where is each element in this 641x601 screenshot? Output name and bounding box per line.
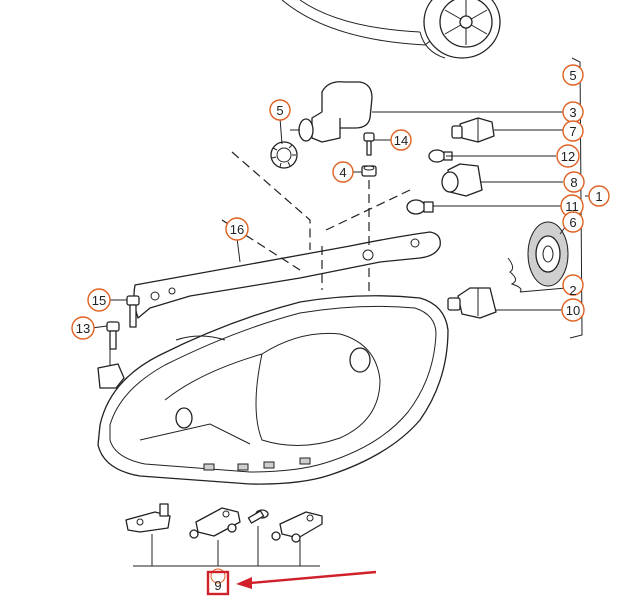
callout-5-top-right: 5 xyxy=(562,64,584,86)
bulb-seal-ring xyxy=(270,141,298,169)
callout-7: 7 xyxy=(562,120,584,142)
socket-10 xyxy=(447,287,497,319)
socket-7 xyxy=(451,117,495,143)
callout-1-label: 1 xyxy=(595,189,602,204)
callout-12-label: 12 xyxy=(561,149,575,164)
callout-9-highlight[interactable]: 9 xyxy=(206,568,230,596)
callout-13: 13 xyxy=(71,316,95,340)
leader-lines xyxy=(91,111,570,366)
highlight-arrow xyxy=(236,570,377,589)
callout-13-label: 13 xyxy=(76,321,90,336)
callout-11-label: 11 xyxy=(565,199,579,214)
callout-6-label: 6 xyxy=(569,215,576,230)
wheel xyxy=(423,0,501,59)
callout-16-label: 16 xyxy=(230,222,244,237)
dust-cap-6 xyxy=(527,221,569,287)
callout-6: 6 xyxy=(562,211,584,233)
callout-15-label: 15 xyxy=(92,293,106,308)
bracket-9a xyxy=(125,503,171,533)
callout-14: 14 xyxy=(390,129,412,151)
screw-9 xyxy=(247,509,269,524)
callout-16: 16 xyxy=(225,217,249,241)
screw-15 xyxy=(126,295,140,328)
headlight-housing xyxy=(97,295,449,485)
callout-15: 15 xyxy=(87,288,111,312)
callout-7-label: 7 xyxy=(569,124,576,139)
nut-4 xyxy=(361,165,377,177)
callout-14-label: 14 xyxy=(394,133,408,148)
callout-3-label: 3 xyxy=(569,105,576,120)
bracket-9c xyxy=(271,511,323,543)
socket-8 xyxy=(441,163,483,197)
callout-12: 12 xyxy=(556,144,580,168)
callout-10: 10 xyxy=(561,298,585,322)
highlight-box xyxy=(206,570,230,596)
callout-5-left-label: 5 xyxy=(276,103,283,118)
bulb-11 xyxy=(406,199,434,215)
callout-5-label: 5 xyxy=(569,68,576,83)
car-fragment xyxy=(281,0,501,59)
callout-4: 4 xyxy=(332,161,354,183)
callout-8-label: 8 xyxy=(570,175,577,190)
clip xyxy=(97,363,125,389)
bracket-9b xyxy=(189,507,241,539)
screw-13 xyxy=(106,321,120,350)
callout-8: 8 xyxy=(563,171,585,193)
screw-14 xyxy=(363,132,375,156)
callout-2: 2 xyxy=(562,274,584,298)
callout-10-label: 10 xyxy=(566,303,580,318)
callout-2-label: 2 xyxy=(569,283,576,298)
callout-3: 3 xyxy=(562,101,584,123)
callout-5-left: 5 xyxy=(269,99,291,121)
callout-4-label: 4 xyxy=(339,165,346,180)
callout-1: 1 xyxy=(588,185,610,207)
h4-bulb xyxy=(290,81,373,143)
callout-9-label: 9 xyxy=(214,578,221,593)
